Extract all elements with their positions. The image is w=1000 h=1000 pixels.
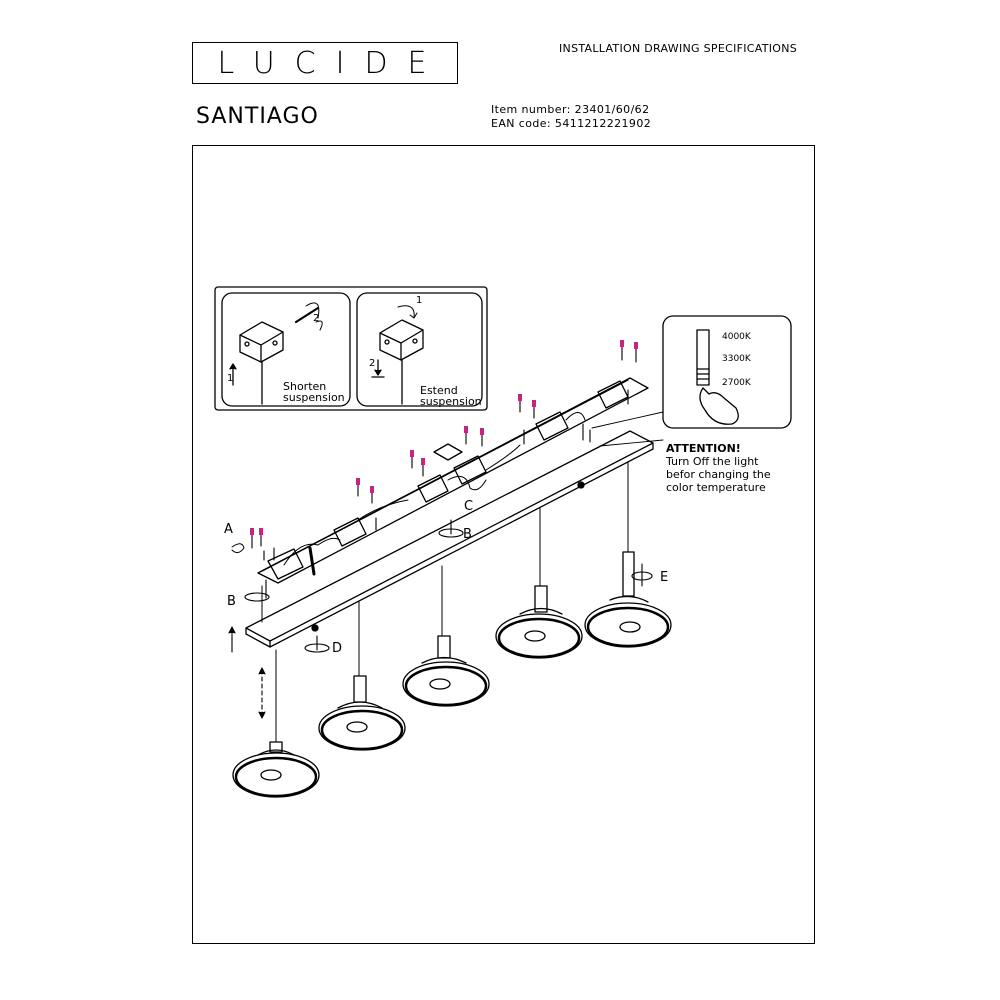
left-step-1: 1 (227, 373, 233, 384)
attention-line-1: Turn Off the light (665, 455, 759, 468)
temp-option-2: 3300K (722, 354, 752, 364)
brand-logo-text: LUCIDE (217, 45, 447, 81)
left-step-2: 2 (313, 313, 319, 324)
suspension-inset (214, 286, 488, 411)
wall-plugs (250, 340, 638, 535)
ean-code: EAN code: 5411212221902 (491, 117, 652, 130)
right-step-2: 2 (369, 358, 375, 369)
canopy-box-extend (371, 305, 424, 405)
shorten-label-2: suspension (283, 391, 345, 404)
attention-title: ATTENTION! (666, 442, 741, 455)
attention-line-2: befor changing the (666, 468, 771, 481)
spec-title: INSTALLATION DRAWING SPECIFICATIONS (559, 42, 798, 55)
callout-d: D (332, 641, 342, 656)
temp-option-3: 2700K (722, 378, 752, 388)
direction-arrows (228, 519, 653, 719)
product-codes: Item number: 23401/60/62 EAN code: 54112… (491, 103, 651, 131)
callout-b-center: B (463, 527, 472, 542)
brand-logo: LUCIDE (192, 42, 458, 84)
drawing-labels: 2 1 Shorten suspension 1 2 Estend suspen… (224, 295, 771, 656)
callout-lines (591, 411, 664, 447)
luminaire-bar (245, 430, 654, 648)
temperature-inset (662, 315, 792, 429)
extend-label-1: Estend (420, 384, 458, 397)
callout-a: A (224, 522, 233, 537)
callout-b-left: B (227, 594, 236, 609)
suspension-cables (261, 461, 629, 743)
shorten-label-1: Shorten (283, 380, 326, 393)
callout-e: E (660, 570, 668, 585)
canopy-box-shorten (229, 302, 323, 405)
pendant-shades (232, 551, 672, 798)
drawing-frame (192, 145, 815, 944)
callout-c: C (464, 499, 473, 514)
extend-label-2: suspension (420, 395, 482, 408)
attention-line-3: color temperature (666, 481, 766, 494)
product-name: SANTIAGO (196, 104, 319, 129)
right-step-1: 1 (416, 295, 422, 306)
temp-option-1: 4000K (722, 332, 752, 342)
item-number: Item number: 23401/60/62 (491, 103, 650, 116)
